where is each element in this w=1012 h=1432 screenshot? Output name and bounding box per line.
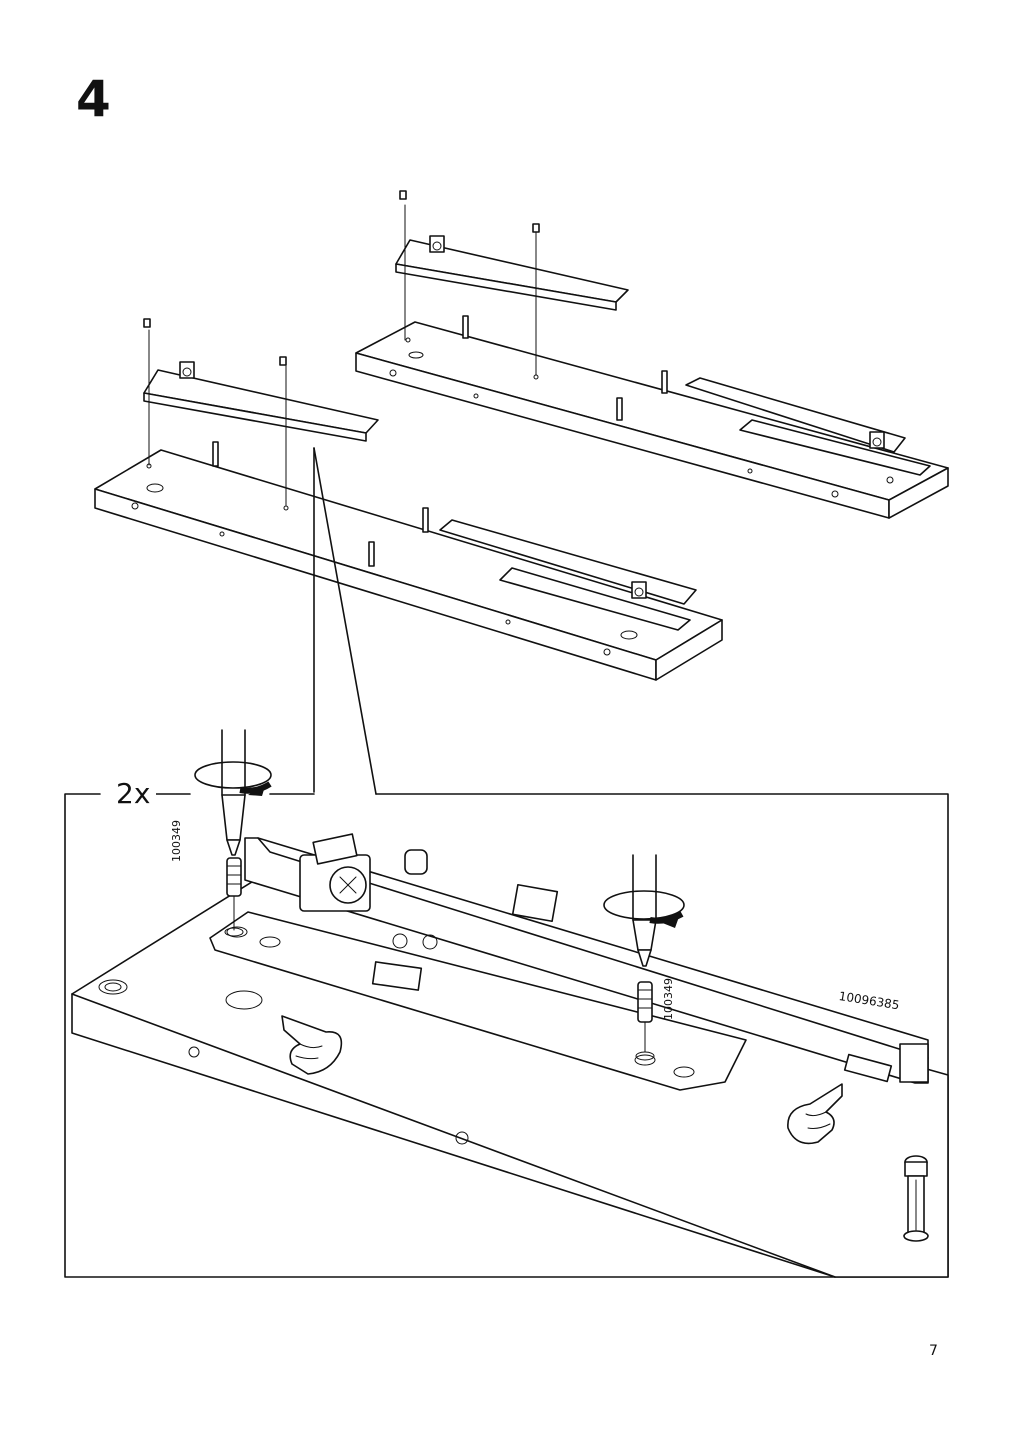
detail-frame: [64, 793, 949, 1278]
lower-runner-right: [368, 507, 697, 631]
upper-runner-left: [395, 190, 629, 376]
pointing-hand-icon: [787, 1083, 843, 1145]
dowel-icon: [903, 1155, 929, 1242]
pointing-hand-icon: [281, 1015, 343, 1075]
part-number-screw-left: 100349: [170, 820, 183, 862]
screwdriver-right: [603, 854, 685, 1061]
page-number: 7: [929, 1343, 938, 1359]
quantity-label: 2x: [110, 780, 157, 808]
step-number: 4: [76, 70, 111, 128]
upper-panel: [355, 321, 949, 519]
screwdriver-left: [194, 729, 272, 937]
lower-panel: [94, 449, 723, 681]
detail-runner: [209, 833, 929, 1091]
part-number-screw-right: 100349: [662, 978, 675, 1020]
upper-runner-right: [462, 315, 931, 476]
lower-runner-left: [143, 318, 379, 506]
